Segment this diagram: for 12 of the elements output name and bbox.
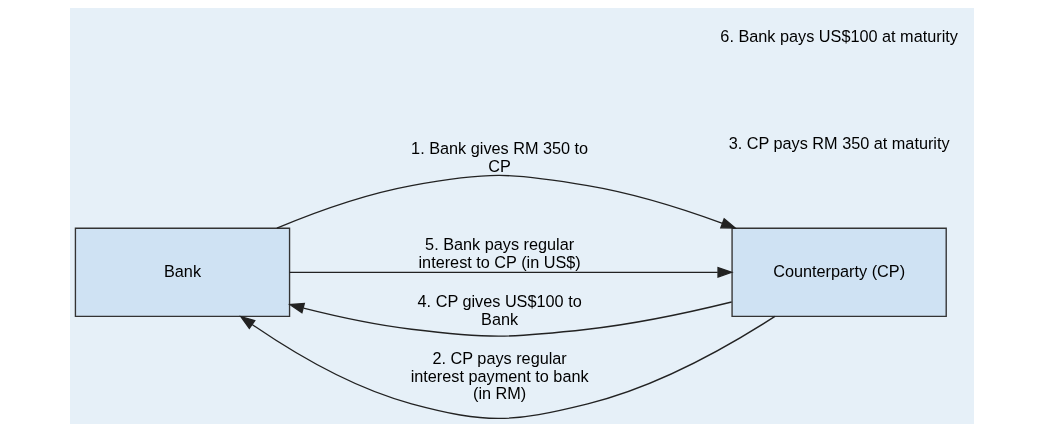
edge-label: 1. Bank gives RM 350 to CP — [410, 138, 588, 175]
arrow — [288, 266, 734, 279]
label: 3. CP pays RM 350 at maturity — [728, 134, 950, 153]
edge-label: 5. Bank pays regular interest to CP (in US$) — [418, 235, 581, 271]
arrow — [275, 174, 737, 229]
edge-label: 4. CP gives US$100 to Bank — [417, 292, 582, 328]
arrow — [238, 315, 776, 420]
node-box: Counterparty (CP) — [730, 227, 947, 318]
arrow — [287, 301, 732, 337]
edge-label: 2. CP pays regular interest payment to bank (in RM) — [410, 348, 589, 403]
label: 6. Bank pays US$100 at maturity — [719, 27, 958, 46]
node-box: Bank — [74, 227, 290, 318]
